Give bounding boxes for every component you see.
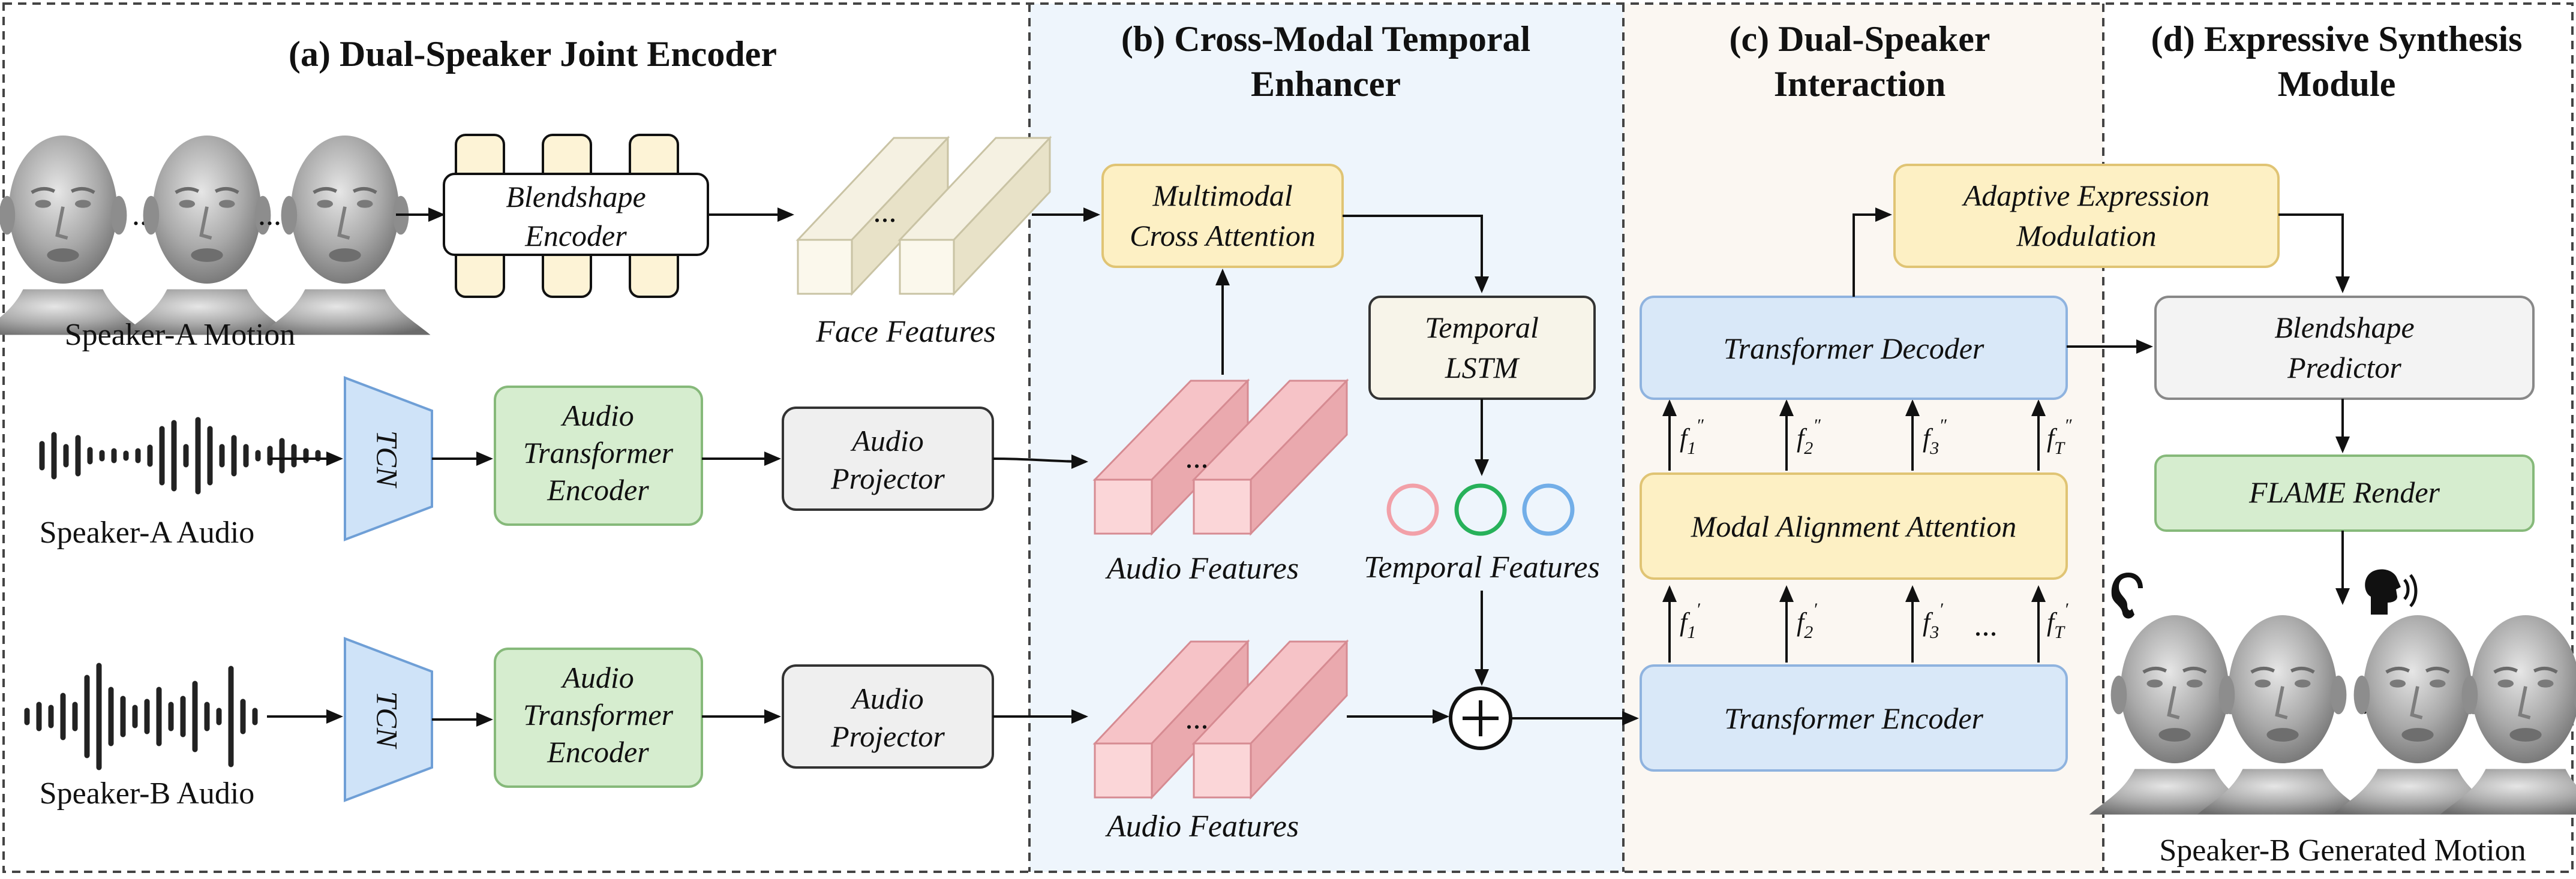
tcn-b-label: TCN bbox=[371, 691, 404, 749]
transformer-encoder: Transformer Encoder bbox=[1641, 666, 2067, 770]
section-b-title-line1: (b) Cross-Modal Temporal bbox=[1121, 19, 1530, 59]
temporal-lstm-label-2: LSTM bbox=[1445, 351, 1520, 384]
audio-projector-b-label-1: Audio bbox=[850, 682, 923, 715]
face-features-label: Face Features bbox=[815, 315, 996, 349]
section-d-title-line1: (d) Expressive Synthesis bbox=[2151, 19, 2523, 59]
transformer-decoder: Transformer Decoder bbox=[1641, 297, 2067, 399]
speaker-a-audio-label: Speaker-A Audio bbox=[40, 516, 255, 550]
multimodal-cross-attention: Multimodal Cross Attention bbox=[1103, 165, 1343, 267]
audio-projector-a: Audio Projector bbox=[783, 408, 993, 510]
adaptive-modulation-label-1: Adaptive Expression bbox=[1962, 179, 2210, 212]
audio-features-label-2: Audio Features bbox=[1105, 809, 1299, 844]
blendshape-predictor: Blendshape Predictor bbox=[2155, 297, 2533, 399]
transformer-encoder-label: Transformer Encoder bbox=[1724, 702, 1984, 735]
ellipsis-motion-2: ... bbox=[258, 198, 281, 232]
audio-projector-a-label-1: Audio bbox=[850, 424, 923, 457]
audio-projector-b-label-2: Projector bbox=[830, 720, 945, 753]
audio-transformer-b-label-2: Transformer bbox=[523, 698, 674, 732]
adaptive-modulation-label-2: Modulation bbox=[2016, 219, 2156, 252]
plus-node bbox=[1451, 688, 1511, 748]
blendshape-encoder-label-2: Encoder bbox=[524, 219, 627, 252]
speaker-a-motion-label: Speaker-A Motion bbox=[65, 318, 296, 352]
ellipsis-audio-a: ... bbox=[1185, 441, 1209, 475]
audio-transformer-a-label-2: Transformer bbox=[523, 436, 674, 469]
ellipsis-audio-b: ... bbox=[1185, 702, 1209, 736]
blendshape-predictor-label-1: Blendshape bbox=[2274, 311, 2414, 344]
adaptive-expression-modulation: Adaptive Expression Modulation bbox=[1895, 165, 2278, 267]
audio-transformer-encoder-a: Audio Transformer Encoder bbox=[495, 387, 702, 525]
audio-transformer-b-label-1: Audio bbox=[560, 661, 634, 694]
audio-features-label-1: Audio Features bbox=[1105, 552, 1299, 586]
blendshape-predictor-label-2: Predictor bbox=[2287, 351, 2401, 384]
temporal-lstm-label-1: Temporal bbox=[1425, 311, 1539, 344]
ellipsis-face: ... bbox=[873, 195, 897, 229]
modal-alignment-attention: Modal Alignment Attention bbox=[1641, 474, 2067, 579]
section-a-title: (a) Dual-Speaker Joint Encoder bbox=[289, 34, 777, 74]
flame-render: FLAME Render bbox=[2155, 456, 2533, 531]
audio-transformer-a-label-3: Encoder bbox=[547, 473, 649, 507]
cross-attention-label-1: Multimodal bbox=[1152, 179, 1292, 212]
section-d-title-line2: Module bbox=[2278, 64, 2396, 104]
blendshape-encoder: Blendshape Encoder bbox=[444, 135, 708, 297]
flame-render-label: FLAME Render bbox=[2248, 475, 2440, 509]
tcn-a-label: TCN bbox=[371, 431, 404, 489]
audio-transformer-b-label-3: Encoder bbox=[547, 735, 649, 769]
cross-attention-label-2: Cross Attention bbox=[1130, 219, 1316, 252]
audio-transformer-encoder-b: Audio Transformer Encoder bbox=[495, 649, 702, 787]
audio-projector-a-label-2: Projector bbox=[830, 462, 945, 495]
blendshape-encoder-label-1: Blendshape bbox=[506, 180, 645, 213]
speaker-b-generated-motion-label: Speaker-B Generated Motion bbox=[2159, 833, 2526, 868]
section-c-title-line2: Interaction bbox=[1774, 64, 1946, 104]
temporal-features-label: Temporal Features bbox=[1364, 550, 1599, 585]
section-b-title-line2: Enhancer bbox=[1251, 64, 1401, 104]
speaker-b-audio-label: Speaker-B Audio bbox=[40, 776, 255, 811]
audio-transformer-a-label-1: Audio bbox=[560, 399, 634, 432]
audio-projector-b: Audio Projector bbox=[783, 666, 993, 767]
transformer-decoder-label: Transformer Decoder bbox=[1724, 332, 1984, 365]
modal-alignment-attention-label: Modal Alignment Attention bbox=[1691, 510, 2017, 543]
ellipsis-lower-features: ... bbox=[1974, 609, 1998, 643]
section-c-title-line1: (c) Dual-Speaker bbox=[1730, 19, 1990, 59]
temporal-lstm: Temporal LSTM bbox=[1370, 297, 1595, 399]
